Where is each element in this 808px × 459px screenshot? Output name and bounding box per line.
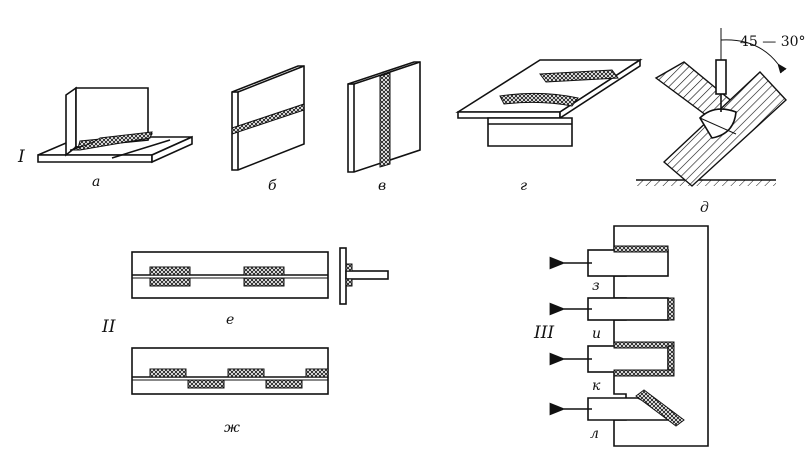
label-v: в bbox=[378, 178, 386, 194]
label-e: е bbox=[226, 312, 234, 328]
angle-annotation: 45 — 30° bbox=[740, 34, 806, 50]
label-zh: ж bbox=[224, 420, 240, 436]
group-label-II: II bbox=[101, 317, 116, 337]
joint-e: е bbox=[131, 247, 389, 328]
label-g: г bbox=[520, 178, 527, 194]
label-i: и bbox=[592, 326, 601, 342]
group-label-I: I bbox=[17, 147, 25, 167]
label-d: д bbox=[700, 200, 709, 216]
label-a: а bbox=[92, 174, 100, 190]
joint-v: в bbox=[347, 61, 421, 194]
joint-b: б bbox=[231, 65, 305, 194]
group-label-III: III bbox=[533, 323, 554, 343]
label-k: к bbox=[592, 378, 601, 394]
label-l: л bbox=[590, 426, 599, 442]
joint-a: а bbox=[37, 86, 193, 190]
label-b: б bbox=[268, 178, 277, 194]
joint-g: г bbox=[455, 58, 643, 194]
label-z: з bbox=[592, 278, 600, 294]
joint-zh: ж bbox=[131, 347, 329, 436]
joint-d: 45 — 30° д bbox=[636, 28, 806, 216]
overlap-joints: з и к л bbox=[549, 225, 709, 447]
